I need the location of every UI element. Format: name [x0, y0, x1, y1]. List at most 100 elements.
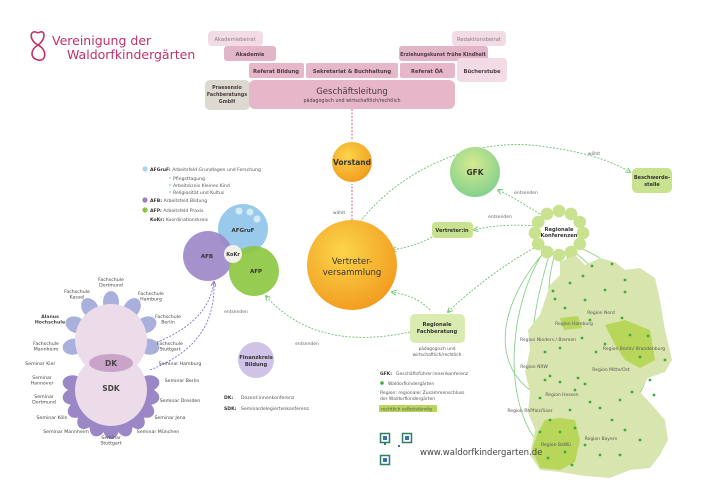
label-entsenden-gfk: entsenden [514, 190, 538, 196]
svg-text:KoKr: Koordinationskreis: KoKr: Koordinationskreis [150, 217, 209, 223]
region-bawue-label: Region BaWü [541, 442, 571, 448]
akademie-label: Akademie [236, 52, 265, 58]
kindergarten-dot [543, 378, 547, 382]
connector-rk-fachberatung [448, 244, 541, 312]
gfk-circle [450, 147, 500, 197]
logo[interactable]: Vereinigung der Waldorfkindergärten [30, 31, 195, 62]
regional-conference-circle [573, 237, 587, 251]
logo-text-line1: Vereinigung der [52, 33, 152, 48]
referat-oa-box [400, 63, 455, 78]
kindergarten-dot [570, 463, 574, 467]
beschwerdestelle-box [632, 168, 672, 193]
akademie-box [224, 46, 276, 61]
svg-text:AFB: Arbeitsfeld Bildung: AFB: Arbeitsfeld Bildung [150, 198, 207, 204]
kindergarten-dot [568, 408, 572, 412]
kindergarten-dot [610, 262, 614, 266]
kindergarten-dot [628, 333, 632, 337]
dk-legend-text: Dozent:innenkonferenz [241, 395, 295, 401]
kindergarten-dot [568, 281, 572, 285]
erziehungskunst-label: Erziehungskunst frühe Kindheit [400, 52, 486, 58]
gfk-legend-text: Geschäftsführer:innenkonferenz [396, 371, 469, 377]
region-nord-label: Region Nord [587, 310, 615, 316]
vertreterversammlung-circle [307, 220, 397, 310]
kindergarten-dot [548, 418, 552, 422]
qr-finder [379, 432, 391, 444]
afp-circle [229, 246, 279, 296]
label-entsenden-vertreterin: entsenden [488, 214, 512, 220]
finanzkreis-label-1: Finanzkreis [239, 355, 273, 361]
redaktionsbeirat-label: Redaktionsbeirat [457, 37, 501, 43]
label-entsenden-afb: entsenden [224, 309, 248, 315]
vorstand-label: Vorstand [333, 158, 371, 167]
region-niedersachsen-label: Region Nieders./ Bremen [520, 337, 576, 343]
af-sub-2: Arbeitskreis Kleines Kind [173, 183, 230, 189]
vorstand-circle [332, 142, 372, 182]
independent-swatch [379, 405, 437, 412]
connector-sdk-afb [149, 281, 215, 371]
connector-dk-afb [149, 282, 214, 346]
kindergarten-dot [580, 336, 584, 340]
kindergarten-dot [573, 388, 577, 392]
germany-map: Region Nord Region Hamburg Region Nieder… [507, 255, 672, 478]
region-berlin-label: Region Berlin/ Brandenburg [603, 346, 665, 352]
kindergarten-dot [594, 350, 598, 354]
kindergarten-dot [558, 346, 562, 350]
sdk-legend-abbr: SDK: [224, 406, 237, 412]
fachberatung-label-2: Fachberatung [417, 329, 458, 335]
afp-legend-abbr: AFP: [150, 208, 162, 214]
afb-label: AFB [201, 254, 213, 260]
dk-label: DK [105, 359, 118, 368]
afb-circle [183, 231, 233, 281]
gfk-label: GFK [466, 168, 484, 177]
kindergarten-dot [548, 374, 552, 378]
kindergarten-dot [610, 418, 614, 422]
label-waehlt-vorstand: wählt [333, 210, 346, 216]
kindergarten-dot [648, 378, 652, 382]
afgruf-dot-1 [235, 207, 243, 215]
regional-conference-circle [564, 245, 578, 259]
regional-conference-circle [528, 226, 542, 240]
kindergarten-dot [558, 430, 562, 434]
school-label: Seminar Köln [37, 415, 68, 421]
qr-code[interactable] [379, 432, 413, 466]
dk-legend-abbr: DK: [224, 395, 233, 401]
region-berlin-highlight [605, 320, 655, 368]
rk-label-1: Regionale [544, 227, 574, 233]
region-nrw-label: Region NRW [520, 364, 548, 370]
sdk-legend-text: Seminardelegiertenkonferenz [241, 406, 310, 412]
afgruf-label: AFGruF [232, 228, 255, 234]
gfk-legend-abbr: GFK: [380, 371, 392, 377]
referat-oa-label: Referat ÖA [411, 68, 443, 75]
kindergarten-dot [620, 316, 624, 320]
kindergarten-dot [551, 289, 555, 293]
kindergarten-dot [563, 306, 567, 310]
school-label: Seminar Dresden [160, 398, 201, 404]
afgruf-legend-dot [142, 166, 148, 172]
region-mitte-ost-label: Region Mitte/Ost [592, 367, 630, 373]
kindergarten-dot [573, 426, 577, 430]
regional-conference-circle [576, 226, 590, 240]
sekretariat-box [306, 63, 398, 78]
rk-label-2: Konferenzen [541, 233, 578, 239]
kindergarten-dot [563, 450, 567, 454]
svg-text:AFGruF: Arbeitsfeld Grundlagen: AFGruF: Arbeitsfeld Grundlagen und Forsc… [150, 167, 261, 173]
afgruf-legend-text: Arbeitsfeld Grundlagen und Forschung [171, 167, 261, 173]
kindergarten-dot [588, 318, 592, 322]
kindergarten-dot [581, 274, 585, 278]
afgruf-dot-3 [253, 215, 261, 223]
region-hamburg-highlight [560, 316, 582, 330]
region-legend-2: der Waldorfkindergärten [380, 396, 435, 402]
website-link[interactable]: www.waldorfkindergarten.de [420, 448, 542, 458]
regional-conference-circle [540, 207, 554, 221]
regional-conference-circle [531, 237, 545, 251]
kindergarten-dot [583, 298, 587, 302]
vv-label-2: versammlung [323, 268, 381, 278]
af-legend: AFGruF: Arbeitsfeld Grundlagen und Forsc… [142, 166, 261, 223]
connector-rk-gfk [498, 190, 541, 215]
